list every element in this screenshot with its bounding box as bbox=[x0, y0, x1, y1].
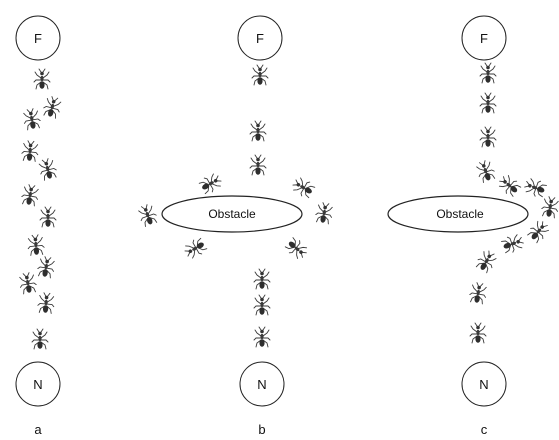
food-node-a bbox=[15, 15, 61, 61]
ant-icon bbox=[41, 94, 64, 120]
food-node-c-label: F bbox=[480, 31, 488, 46]
ant-icon bbox=[522, 176, 548, 200]
ant-icon bbox=[251, 64, 269, 86]
food-node-a-label: F bbox=[34, 31, 42, 46]
nest-node-c bbox=[461, 361, 507, 407]
ant-icon bbox=[36, 291, 56, 315]
ant-icon bbox=[197, 171, 225, 196]
ant-icon bbox=[479, 62, 497, 84]
ant-icon bbox=[21, 107, 42, 131]
ant-icon bbox=[468, 281, 489, 305]
ant-icon bbox=[314, 201, 335, 225]
nest-node-a bbox=[15, 361, 61, 407]
ant-icon bbox=[540, 195, 559, 219]
ant-icon bbox=[289, 175, 317, 200]
ant-icon bbox=[249, 154, 267, 176]
obstacle-c-label: Obstacle bbox=[436, 207, 484, 221]
panel-a: F N a bbox=[15, 15, 64, 437]
nest-node-b-label: N bbox=[257, 377, 266, 392]
ant-icon bbox=[33, 68, 51, 90]
food-node-c bbox=[461, 15, 507, 61]
ant-icon bbox=[500, 232, 526, 256]
obstacle-b bbox=[161, 195, 303, 233]
food-node-b bbox=[237, 15, 283, 61]
ant-icon bbox=[525, 217, 552, 245]
ant-icon bbox=[495, 172, 523, 199]
ant-icon bbox=[20, 183, 41, 207]
ant-icon bbox=[26, 233, 46, 257]
obstacle-b-label: Obstacle bbox=[208, 207, 256, 221]
ant-icon bbox=[31, 328, 49, 350]
ant-icon bbox=[36, 255, 57, 279]
ant-icon bbox=[249, 120, 267, 142]
panel-b: F Obstacle N b bbox=[136, 15, 335, 437]
nest-node-b bbox=[239, 361, 285, 407]
ant-icon bbox=[479, 126, 497, 148]
panel-c-caption: c bbox=[481, 422, 488, 437]
ant-icon bbox=[479, 92, 497, 114]
ant-trail-a bbox=[17, 68, 64, 350]
nest-node-a-label: N bbox=[33, 377, 42, 392]
ant-icon bbox=[253, 268, 271, 290]
ant-icon bbox=[17, 271, 38, 295]
panel-c: F Obstacle N c bbox=[387, 15, 559, 437]
obstacle-c bbox=[387, 195, 529, 233]
ant-icon bbox=[181, 236, 209, 261]
ant-icon bbox=[283, 235, 311, 262]
ant-icon bbox=[253, 326, 271, 348]
ant-icon bbox=[39, 206, 57, 228]
ant-icon bbox=[469, 322, 487, 344]
nest-node-c-label: N bbox=[479, 377, 488, 392]
ant-icon bbox=[36, 156, 59, 182]
ant-icon bbox=[20, 139, 40, 163]
ant-icon bbox=[253, 294, 271, 316]
panel-a-caption: a bbox=[34, 422, 42, 437]
food-node-b-label: F bbox=[256, 31, 264, 46]
ant-icon bbox=[474, 158, 498, 184]
panel-b-caption: b bbox=[258, 422, 265, 437]
ant-icon bbox=[474, 247, 499, 275]
ant-icon bbox=[136, 202, 160, 228]
